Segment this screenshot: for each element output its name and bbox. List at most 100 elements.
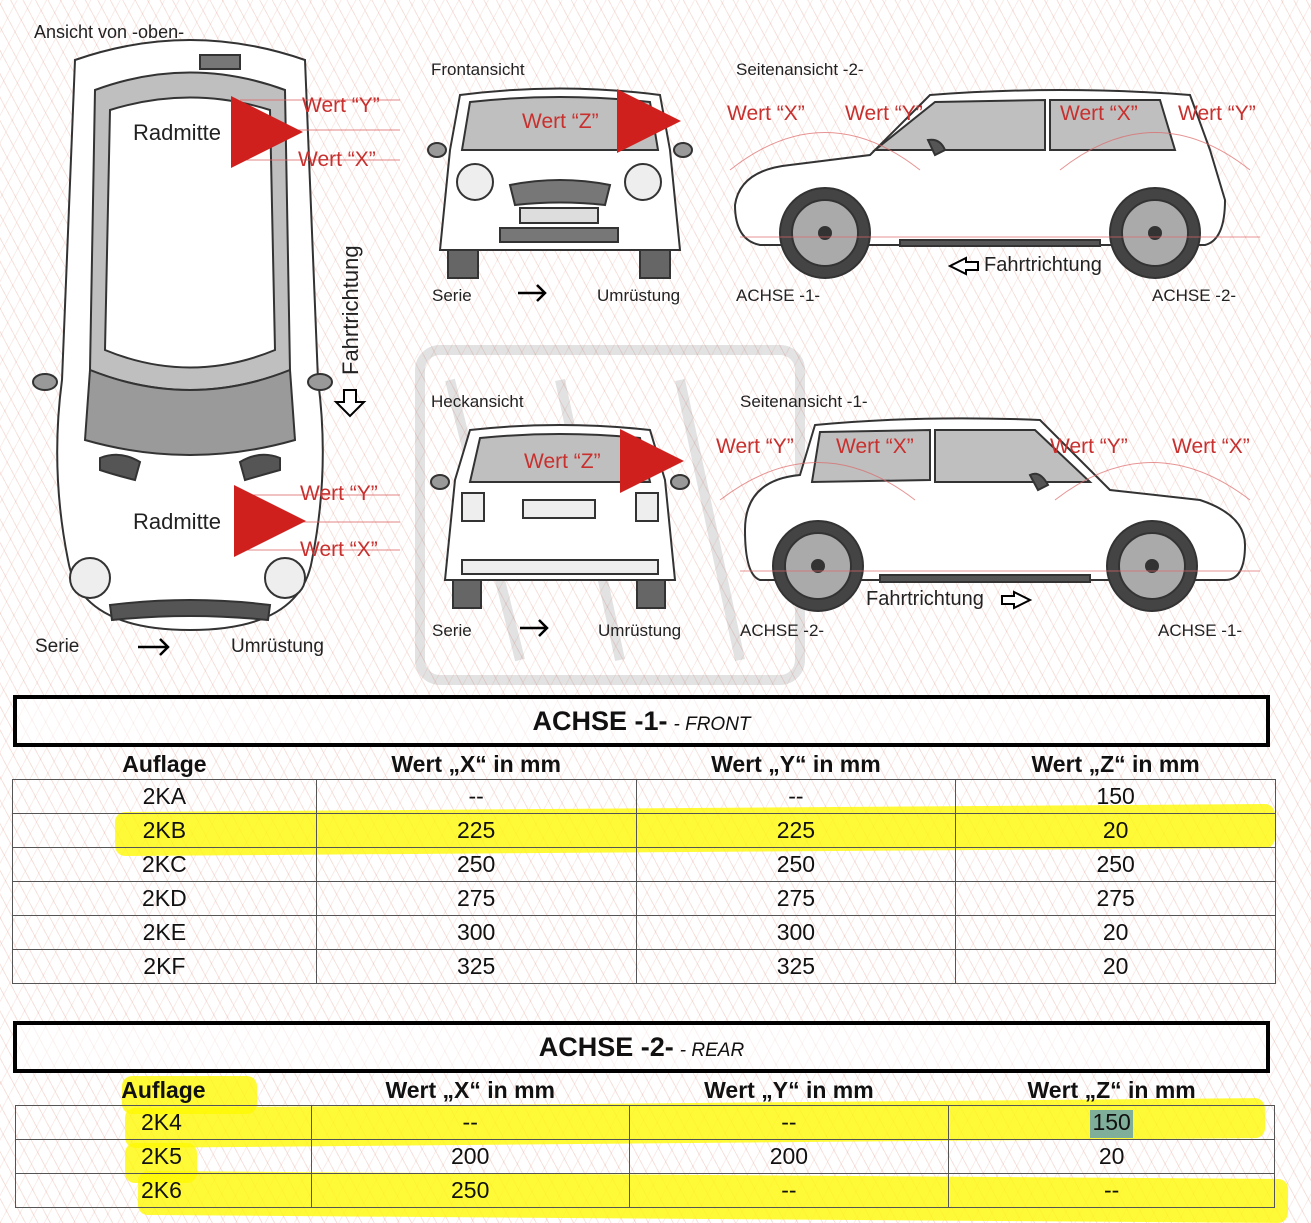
table-cell: -- [628,1173,950,1208]
table-cell: 150 [955,779,1276,814]
wert-y-label: Wert “Y” [845,102,923,125]
achse-2-label: ACHSE -2- [1152,286,1237,305]
direction-down-arrow [333,389,367,418]
achse-1-label: ACHSE -1- [1158,621,1243,640]
table-row: 2K6 250 -- -- [15,1173,1275,1208]
table-row: 2KB 225 225 20 [12,813,1276,848]
side-view-2-car [733,89,1227,279]
umruestung-label: Umrüstung [597,286,681,305]
direction-right-arrow [1001,590,1033,610]
table-cell: 2K6 [15,1173,312,1208]
table-cell: 200 [310,1139,630,1174]
table-cell: 250 [310,1173,630,1208]
table-cell: 250 [955,847,1276,882]
wert-x-label: Wert “X” [727,102,805,125]
umruestung-label: Umrüstung [598,621,682,640]
direction-label: Fahrtrichtung [866,588,984,610]
direction-label: Fahrtrichtung [984,254,1102,276]
column-header: Wert „X“ in mm [385,1076,555,1103]
radmitte-label-rear: Radmitte [133,509,222,534]
wert-x-label: Wert “X” [300,538,378,561]
side-view-1-title: Seitenansicht -1- [740,392,868,411]
column-header: Wert „Y“ in mm [704,1076,874,1103]
side-view-1-car [743,417,1247,612]
serie-label: Serie [432,286,472,305]
table-cell: 2KD [12,881,317,916]
top-view-title: Ansicht von -oben- [34,22,185,42]
table-cell: 2KA [12,779,317,814]
umruestung-label: Umrüstung [231,636,324,657]
wert-z-label: Wert “Z” [522,110,599,133]
front-view-title: Frontansicht [431,60,525,79]
table-cell: 200 [628,1139,950,1174]
column-header: Wert „Y“ in mm [711,750,881,777]
wert-y-label: Wert “Y” [716,435,794,458]
table-cell: 2KE [12,915,317,950]
table-cell: 20 [948,1139,1275,1174]
column-header: Auflage [122,750,207,777]
top-view-car [32,39,333,632]
column-header: Wert „Z“ in mm [1027,1076,1196,1103]
wert-y-label: Wert “Y” [302,94,380,117]
table-cell: 20 [955,915,1276,950]
rear-axle-title: ACHSE -2- [538,1031,674,1062]
column-header: Wert „Z“ in mm [1031,750,1200,777]
wert-y-label: Wert “Y” [1178,102,1256,125]
table-cell: 2K4 [15,1105,312,1140]
table-row: 2KD 275 275 275 [12,881,1276,916]
table-cell: -- [310,1105,630,1140]
table-cell: 250 [315,847,637,882]
table-cell: 325 [315,949,637,984]
table-cell: -- [635,779,957,814]
table-cell: 2K5 [15,1139,312,1174]
table-row: 2K5 200 200 20 [15,1139,1275,1174]
wert-z-label: Wert “Z” [524,450,601,473]
table-cell: 300 [315,915,637,950]
table-cell: 150 [948,1105,1275,1140]
table-cell: 275 [635,881,957,916]
achse-2-label: ACHSE -2- [740,621,825,640]
wert-x-label: Wert “X” [1060,102,1138,125]
rear-axle-subtitle: - REAR [679,1040,745,1061]
table-row: 2KC 250 250 250 [12,847,1276,882]
serie-label: Serie [432,621,472,640]
table-cell: 2KB [12,813,317,848]
vehicle-drawings [32,39,1260,685]
achse-1-label: ACHSE -1- [736,286,821,305]
table-cell: 275 [955,881,1276,916]
table-row: 2KA -- -- 150 [12,779,1276,814]
wert-y-label: Wert “Y” [300,482,378,505]
table-cell: 250 [635,847,957,882]
front-axle-title-box: ACHSE -1- - FRONT [13,695,1270,747]
rear-view-car [430,424,690,609]
rear-view-title: Heckansicht [431,392,524,411]
table-cell: 225 [635,813,957,848]
serie-label: Serie [35,636,80,657]
direction-label-vertical: Fahrtrichtung [338,245,363,375]
table-cell: 300 [635,915,957,950]
table-row: 2KF 325 325 20 [12,949,1276,984]
table-cell: 275 [315,881,637,916]
table-cell: 20 [955,813,1276,848]
front-axle-subtitle: - FRONT [673,714,751,735]
direction-left-arrow [947,256,979,276]
table-cell: 2KF [12,949,317,984]
radmitte-label-front: Radmitte [133,120,222,145]
wert-x-label: Wert “X” [298,148,376,171]
table-cell: -- [315,779,637,814]
column-header: Wert „X“ in mm [391,750,561,777]
side-view-2-title: Seitenansicht -2- [736,60,864,79]
wert-x-label: Wert “X” [836,435,914,458]
wert-y-label: Wert “Y” [1050,435,1128,458]
table-cell: -- [948,1173,1275,1208]
wert-x-label: Wert “X” [1172,435,1250,458]
table-cell: -- [628,1105,950,1140]
column-header: Auflage [121,1076,206,1103]
front-axle-table: Auflage Wert „X“ in mm Wert „Y“ in mm We… [12,749,1276,984]
rear-axle-title-box: ACHSE -2- - REAR [13,1021,1270,1073]
rear-axle-table: Auflage Wert „X“ in mm Wert „Y“ in mm We… [15,1075,1275,1208]
table-cell: 2KC [12,847,317,882]
table-row: 2K4 -- -- 150 [15,1105,1275,1140]
table-row: 2KE 300 300 20 [12,915,1276,950]
front-axle-title: ACHSE -1- [532,705,668,736]
